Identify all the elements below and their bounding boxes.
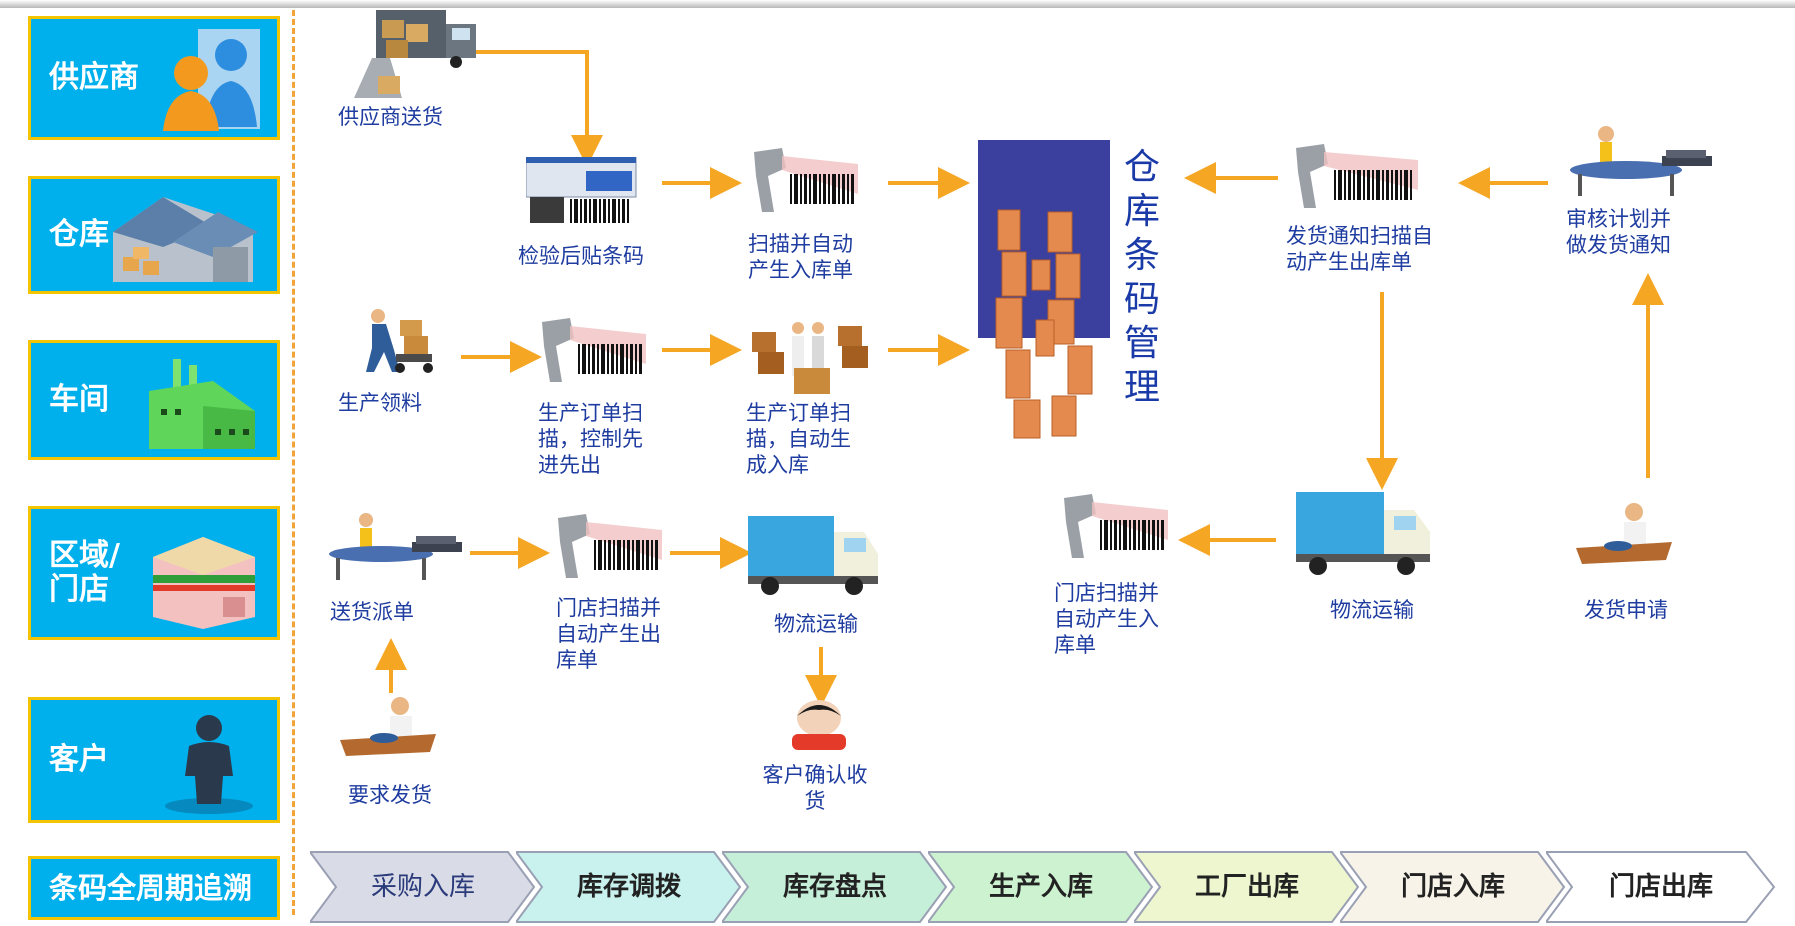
stage-chevron [1134, 851, 1360, 923]
lane-divider [292, 10, 295, 915]
arrow-supplier-to-label [476, 50, 603, 167]
warehouse-icon [113, 197, 258, 282]
workers-boxes-icon [752, 322, 868, 394]
category-label: 仓库 [49, 217, 109, 252]
top-border [0, 0, 1795, 8]
step-delivery-application: 发货申请 [1584, 598, 1668, 622]
stage-store-inbound: 门店入库 [1340, 850, 1566, 924]
customer-icon [165, 715, 253, 814]
worker-cart-icon [366, 309, 433, 373]
dispatch-desk-icon [329, 513, 462, 580]
phone-desk-icon [1576, 503, 1672, 564]
stage-purchase-inbound: 采购入库 [310, 850, 536, 924]
stage-label: 采购入库 [370, 872, 475, 902]
stage-chevron [1340, 851, 1566, 923]
stage-label: 工厂出库 [1194, 872, 1299, 902]
step-customer-confirm: 客户确认收 货 [762, 763, 868, 813]
category-barcode-lifecycle: 条码全周期追溯 [28, 856, 280, 920]
category-label: 区域/ 门店 [49, 538, 120, 607]
stage-label: 生产入库 [988, 872, 1093, 902]
supplier-people-icon [163, 29, 260, 131]
step-supplier-delivery: 供应商送货 [338, 105, 443, 129]
step-label-after-inspection: 检验后贴条码 [518, 244, 644, 268]
step-review-plan: 审核计划并 做发货通知 [1566, 207, 1671, 257]
step-logistics-right: 物流运输 [1330, 598, 1414, 622]
stage-label: 库存调拨 [576, 872, 681, 902]
category-customer: 客户 [28, 697, 280, 823]
stage-label: 库存盘点 [782, 872, 887, 902]
stage-store-outbound: 门店出库 [1546, 850, 1776, 924]
category-label: 客户 [49, 742, 109, 777]
category-label: 车间 [49, 382, 109, 417]
store-icon [153, 537, 255, 629]
stage-inventory-transfer: 库存调拨 [516, 850, 742, 924]
customer-person-icon [792, 700, 846, 750]
stage-chevron [722, 851, 948, 923]
review-desk-icon [1570, 126, 1712, 196]
step-logistics-left: 物流运输 [774, 612, 858, 636]
step-production-picking: 生产领料 [338, 391, 422, 415]
factory-icon [149, 359, 255, 449]
step-production-order-scan-inbound: 生产订单扫 描，自动生 成入库 [746, 401, 851, 477]
category-warehouse: 仓库 [28, 176, 280, 294]
category-label: 供应商 [49, 60, 139, 95]
step-ship-notice-scan: 发货通知扫描自 动产生出库单 [1286, 224, 1433, 274]
stage-chevron [516, 851, 742, 923]
label-printer-icon [526, 157, 637, 223]
warehouse-barcode-title: 仓 库 条 码 管 理 [1124, 147, 1161, 408]
stage-inventory-count: 库存盘点 [722, 850, 948, 924]
step-store-scan-inbound: 门店扫描并 自动产生入 库单 [1054, 581, 1159, 657]
delivery-truck-icon [354, 10, 476, 98]
logistics-truck-icon [1296, 492, 1430, 575]
step-store-scan-outbound: 门店扫描并 自动产生出 库单 [556, 596, 661, 672]
stage-label: 门店入库 [1400, 872, 1505, 902]
phone-desk-icon [340, 697, 436, 756]
barcode-scanner-icon [1064, 494, 1168, 558]
step-request-delivery: 要求发货 [348, 783, 432, 807]
stage-production-inbound: 生产入库 [928, 850, 1154, 924]
category-label: 条码全周期追溯 [49, 871, 253, 905]
stage-chevron [928, 851, 1154, 923]
stage-factory-outbound: 工厂出库 [1134, 850, 1360, 924]
category-supplier: 供应商 [28, 16, 280, 140]
category-workshop: 车间 [28, 340, 280, 460]
step-production-order-scan-fifo: 生产订单扫 描，控制先 进先出 [538, 401, 643, 477]
barcode-scanner-icon [542, 318, 646, 382]
stacked-boxes-icon [995, 209, 1093, 439]
category-region-store: 区域/ 门店 [28, 506, 280, 640]
step-scan-auto-inbound: 扫描并自动 产生入库单 [748, 232, 853, 282]
stage-chevron [310, 851, 536, 923]
barcode-scanner-icon [1296, 144, 1418, 208]
stage-chevron [1546, 851, 1776, 923]
stage-label: 门店出库 [1608, 872, 1713, 902]
barcode-scanner-icon [558, 514, 662, 578]
barcode-scanner-icon [754, 148, 858, 212]
step-delivery-dispatch: 送货派单 [330, 600, 414, 624]
logistics-truck-icon [748, 516, 878, 595]
